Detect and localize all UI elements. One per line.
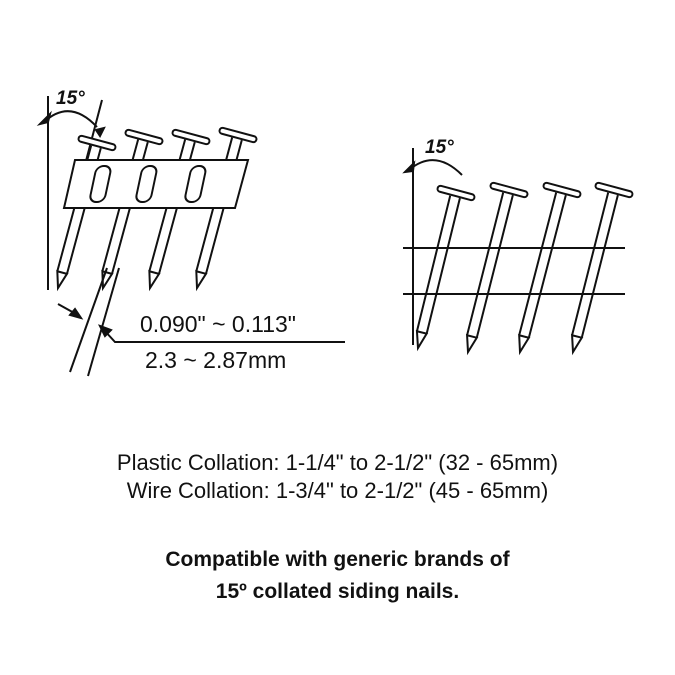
nail-head [77, 134, 117, 152]
strip-slot [135, 165, 158, 203]
wire-collation-spec: Wire Collation: 1-3/4" to 2-1/2" (45 - 6… [126, 478, 549, 503]
nail-head [436, 184, 476, 202]
strip-slot [89, 165, 112, 203]
nail [56, 134, 117, 292]
nail-shank [518, 192, 567, 356]
arrowhead [94, 126, 106, 138]
nail-head [489, 181, 529, 199]
arrowhead [97, 324, 113, 338]
arrowhead [68, 307, 84, 320]
plastic-collated-nails-diagram: 15° 0.090" ~ 0.113" 2.3 ~ 2.87mm [36, 88, 345, 377]
compatibility-note-line-1: Compatible with generic brands of [165, 548, 510, 571]
nail [466, 181, 529, 356]
nail-head [124, 128, 164, 146]
angle-arc [43, 110, 98, 128]
nail [415, 184, 476, 352]
nail-head [542, 181, 582, 199]
nail [571, 181, 634, 356]
plastic-collation-spec: Plastic Collation: 1-1/4" to 2-1/2" (32 … [116, 450, 559, 475]
nail-head [218, 126, 258, 144]
strip-slot [184, 165, 207, 203]
wire-collated-nails-diagram: 15° [402, 137, 634, 356]
angle-label: 15° [425, 137, 454, 158]
wire-diameter-line [69, 267, 108, 373]
arrowhead [36, 110, 52, 126]
nail-head [171, 128, 211, 146]
compatibility-note-line-2: 15º collated siding nails. [215, 580, 460, 603]
nail-shank [466, 192, 514, 356]
nail-head [594, 181, 634, 199]
diameter-mm-label: 2.3 ~ 2.87mm [145, 347, 286, 373]
wire-diameter-line [87, 267, 120, 377]
arrowhead [402, 160, 416, 174]
angle-label: 15° [56, 88, 85, 109]
nail-shank [571, 192, 619, 356]
angle-arc [408, 159, 463, 176]
nail [518, 181, 582, 356]
nail-shank [415, 195, 461, 352]
diameter-inch-label: 0.090" ~ 0.113" [140, 311, 296, 337]
